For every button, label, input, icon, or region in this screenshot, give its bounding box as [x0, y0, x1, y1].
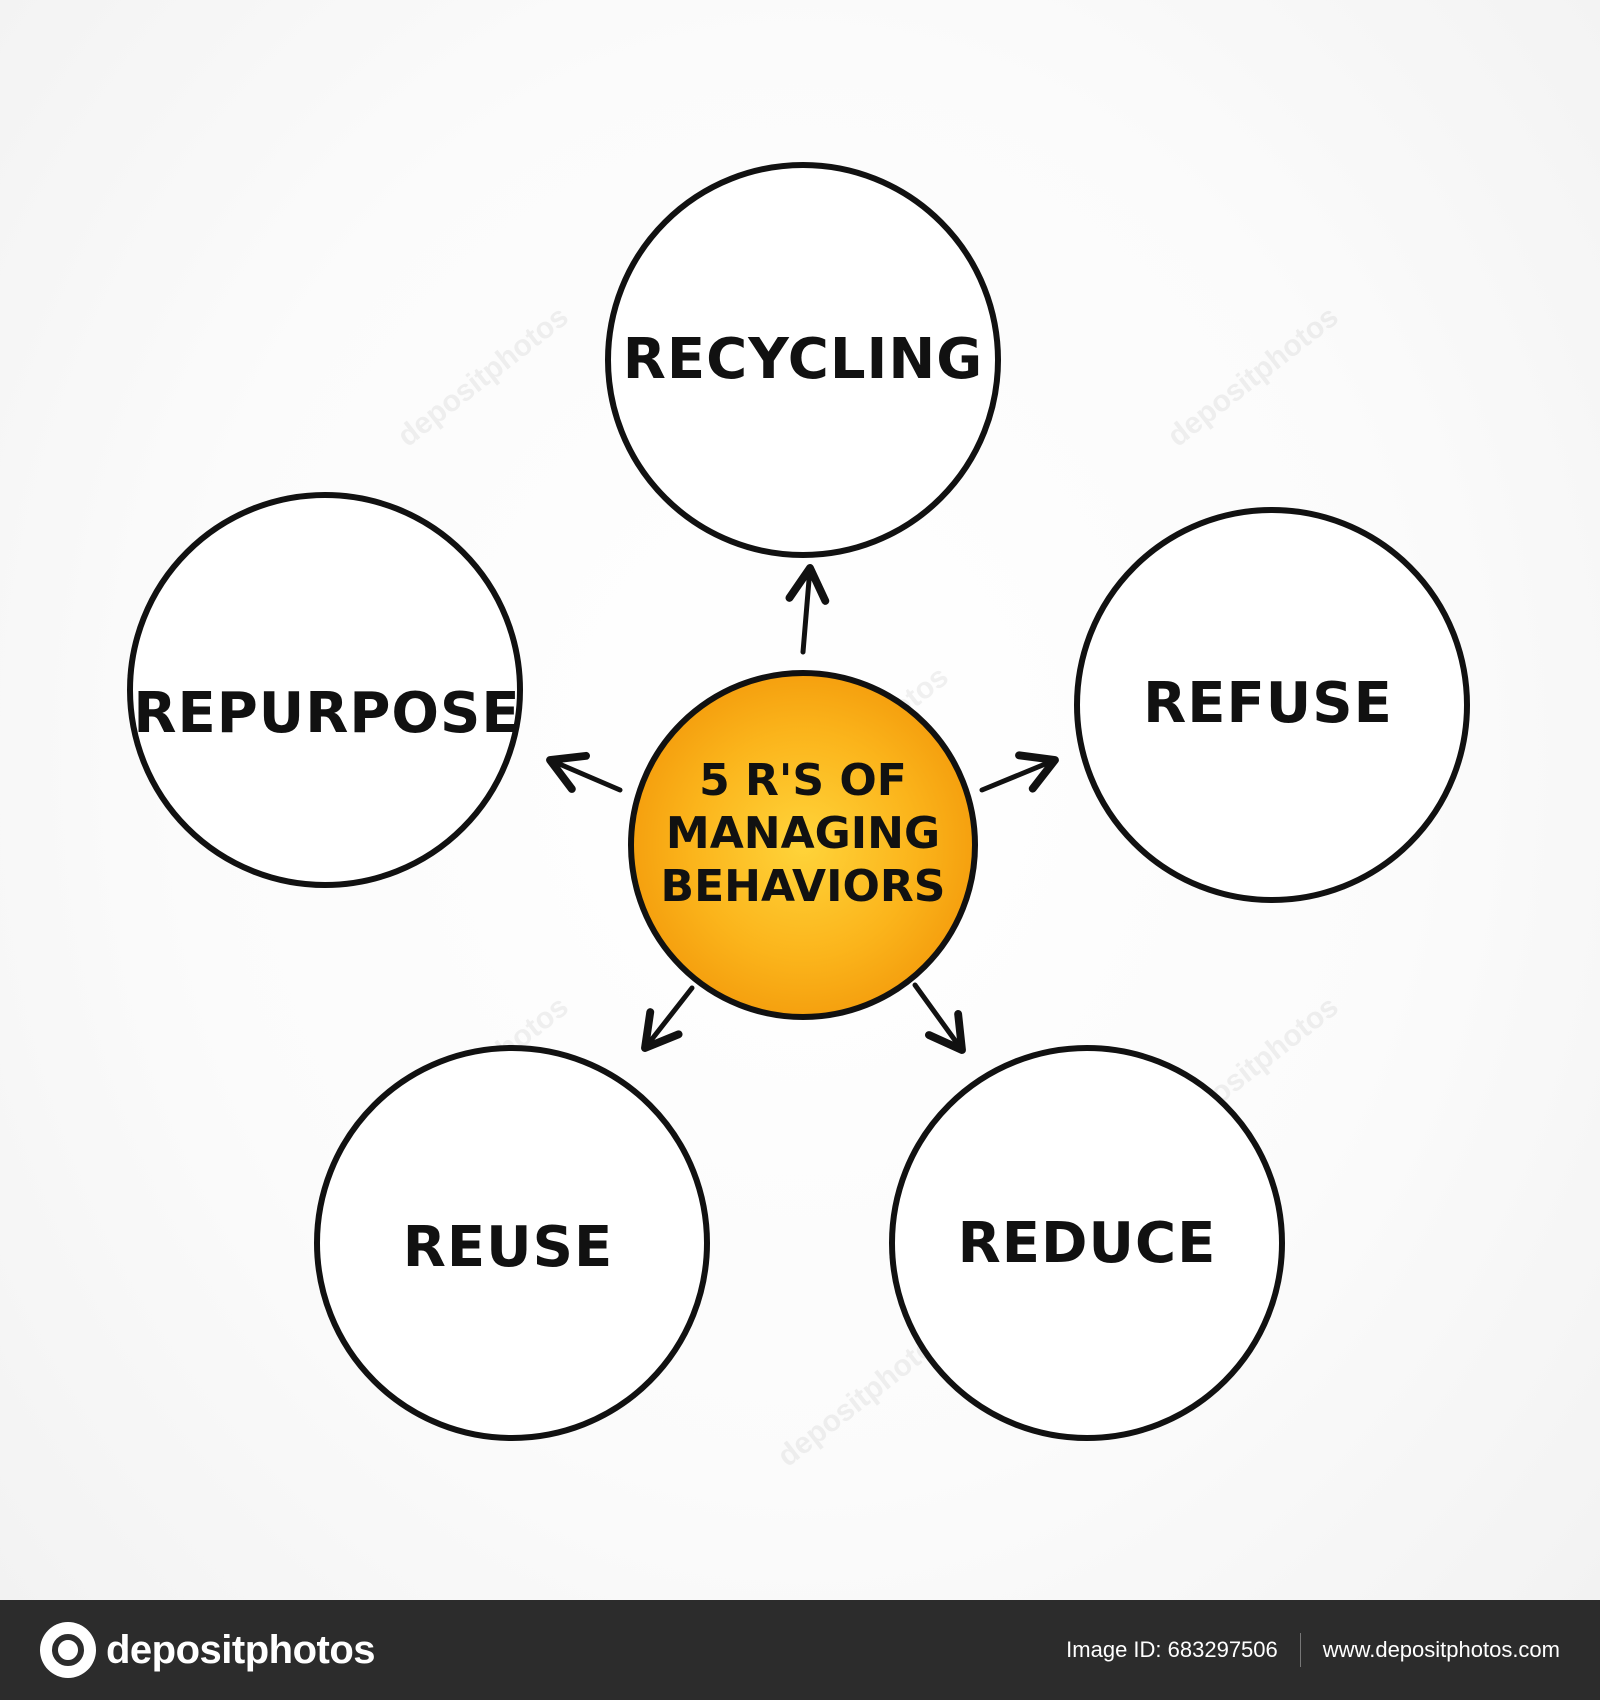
node-label-reduce: REDUCE [958, 1211, 1217, 1276]
brand-name: depositphotos [106, 1627, 376, 1672]
center-label-line-3: BEHAVIORS [661, 861, 946, 912]
center-label-line-1: 5 R'S OF [699, 755, 907, 806]
brand[interactable]: depositphotos [40, 1622, 376, 1678]
node-label-repurpose: REPURPOSE [133, 681, 520, 746]
arrow-to-repurpose [546, 751, 623, 793]
node-label-recycling: RECYCLING [623, 327, 983, 392]
node-refuse: REFUSE [1074, 507, 1470, 903]
node-label-refuse: REFUSE [1143, 671, 1393, 736]
center-label-line-2: MANAGING [666, 808, 940, 859]
center-node: 5 R'S OF MANAGING BEHAVIORS [628, 670, 978, 1020]
node-recycling: RECYCLING [605, 162, 1001, 558]
node-reduce: REDUCE [889, 1045, 1285, 1441]
arrow-to-reduce [912, 982, 966, 1054]
node-label-reuse: REUSE [403, 1215, 613, 1280]
connectors [546, 564, 1059, 1054]
node-repurpose: REPURPOSE [127, 492, 523, 888]
arrow-to-recycling [785, 564, 830, 655]
footer-meta: Image ID: 683297506 www.depositphotos.co… [1066, 1633, 1560, 1667]
node-reuse: REUSE [314, 1045, 710, 1441]
footer-divider [1299, 1633, 1301, 1667]
arrow-to-reuse [641, 985, 695, 1052]
camera-logo-icon [40, 1622, 96, 1678]
mind-map-diagram: RECYCLING REFUSE REDUCE REUSE REPURPOSE … [127, 162, 1470, 1441]
arrow-to-refuse [979, 751, 1059, 793]
image-id: Image ID: 683297506 [1066, 1637, 1278, 1662]
footer-bar: depositphotos Image ID: 683297506 www.de… [0, 1600, 1600, 1700]
site-url[interactable]: www.depositphotos.com [1322, 1637, 1560, 1662]
